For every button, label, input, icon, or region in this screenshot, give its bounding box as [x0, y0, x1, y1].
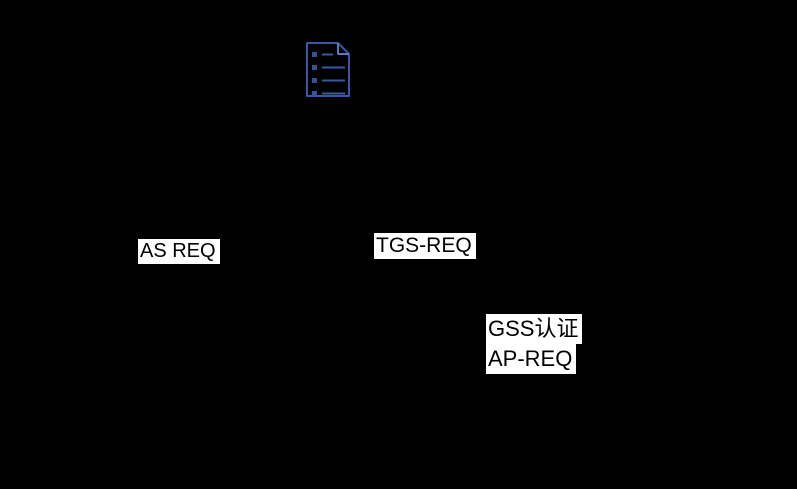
label-gss-auth: GSS认证: [486, 314, 583, 344]
document-list-icon: [304, 41, 351, 99]
document-list-icon-graphic: [306, 42, 350, 97]
label-ap-req: AP-REQ: [486, 344, 577, 374]
label-gss-ap-req: GSS认证 AP-REQ: [486, 314, 583, 374]
label-tgs-req: TGS-REQ: [374, 233, 476, 260]
label-as-req: AS REQ: [138, 239, 220, 264]
